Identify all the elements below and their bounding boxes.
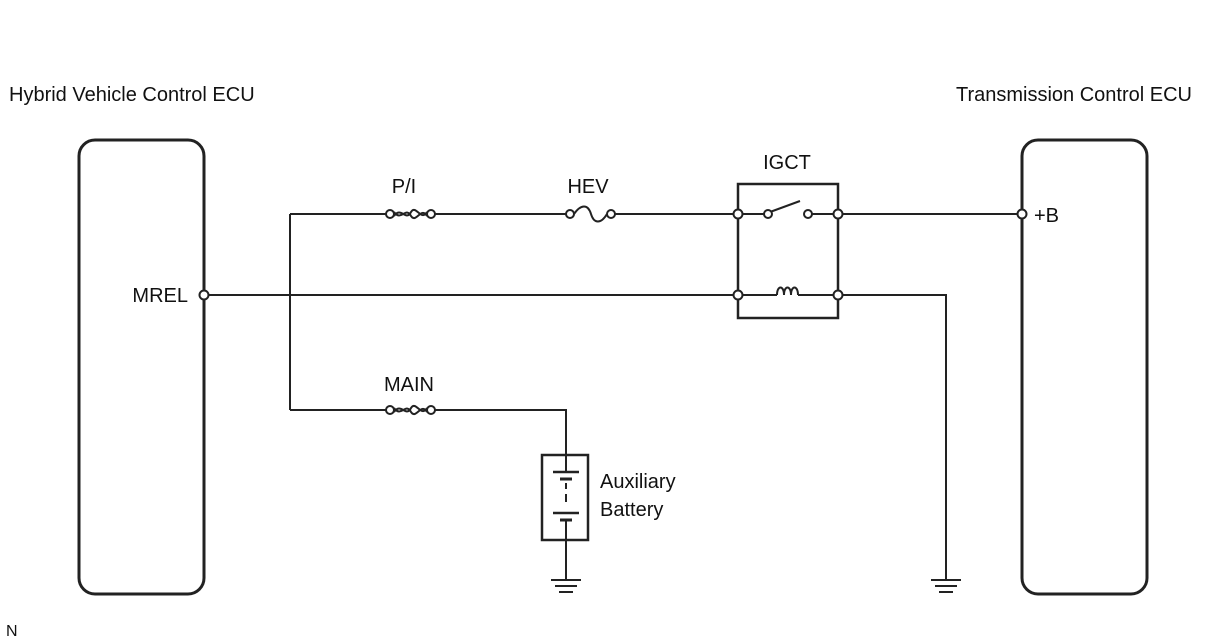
wire-coil-ground (838, 294, 947, 580)
wire-main-battery (431, 409, 567, 455)
fuse-pi (385, 209, 436, 219)
battery-label-line2: Battery (600, 499, 663, 521)
hybrid-ecu-box (77, 138, 206, 596)
ground-icon-battery (551, 579, 581, 593)
battery-label-line1: Auxiliary (600, 471, 676, 493)
relay-terminal-4 (832, 289, 844, 301)
hybrid-ecu-title: Hybrid Vehicle Control ECU (9, 84, 255, 106)
relay-terminal-3 (732, 289, 744, 301)
fuse-hev-label: HEV (567, 176, 609, 198)
relay-switch (738, 200, 838, 219)
transmission-ecu-title: Transmission Control ECU (956, 84, 1192, 106)
transmission-ecu-box (1020, 138, 1149, 596)
relay-igct-label: IGCT (763, 152, 811, 174)
terminal-plus-b-label: +B (1034, 205, 1059, 227)
fuse-hev (565, 205, 616, 223)
battery-icon (553, 455, 579, 540)
terminal-mrel-label: MREL (132, 285, 188, 307)
fuse-main-label: MAIN (384, 374, 434, 396)
terminal-plus-b (1016, 208, 1028, 220)
relay-terminal-2 (832, 208, 844, 220)
ground-icon-coil (931, 579, 961, 593)
relay-terminal-1 (732, 208, 744, 220)
relay-coil-icon (738, 286, 838, 296)
fuse-pi-label: P/I (392, 176, 416, 198)
relay-igct-box (736, 182, 840, 320)
terminal-mrel (198, 289, 210, 301)
fuse-main (385, 405, 436, 415)
figure-code: N (6, 623, 18, 640)
